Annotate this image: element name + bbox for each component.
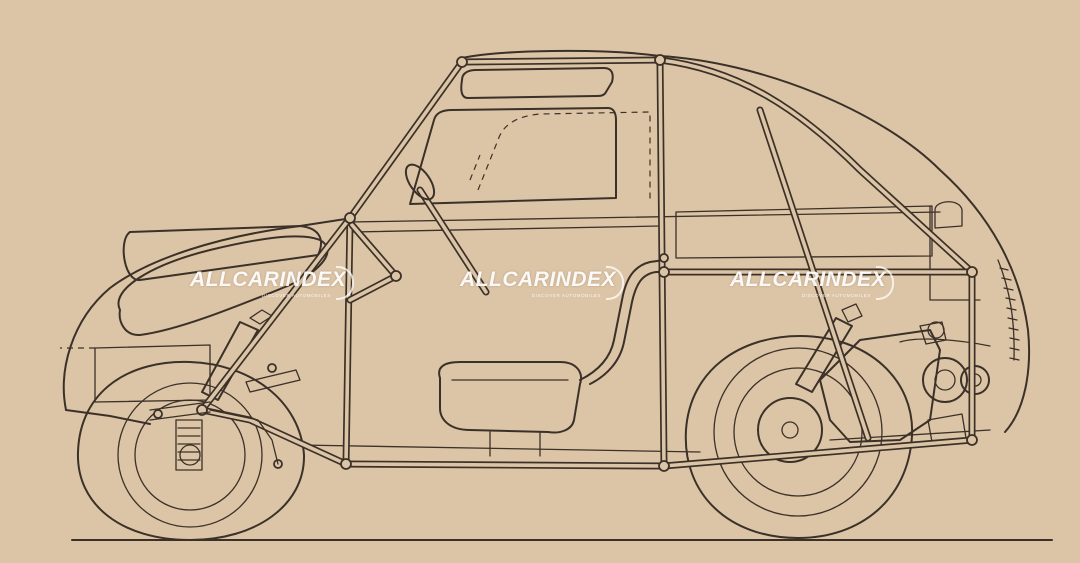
front-suspension-arm	[149, 369, 301, 465]
tubular-space-frame	[198, 56, 976, 470]
spare-wheel-capsule	[117, 235, 329, 337]
engine-assembly	[819, 321, 991, 443]
seat	[438, 259, 665, 457]
rear-wheel	[684, 335, 914, 539]
steering-column	[404, 163, 490, 296]
rear-shock-absorber	[795, 303, 863, 393]
watermark-brand: ALLCARINDEX	[730, 268, 886, 291]
front-wheel	[76, 360, 306, 541]
body-outline	[62, 49, 1031, 453]
watermark-brand: ALLCARINDEX	[190, 268, 346, 291]
watermark-tagline: DISCOVER AUTOMOBILES	[262, 293, 331, 298]
watermark-tagline: DISCOVER AUTOMOBILES	[532, 293, 601, 298]
rear-grille	[997, 259, 1020, 361]
watermark-tagline: DISCOVER AUTOMOBILES	[802, 293, 871, 298]
frame-joints	[153, 54, 978, 472]
watermark-brand: ALLCARINDEX	[460, 268, 616, 291]
fuel-tank	[122, 225, 322, 281]
window-outlines	[409, 67, 651, 205]
